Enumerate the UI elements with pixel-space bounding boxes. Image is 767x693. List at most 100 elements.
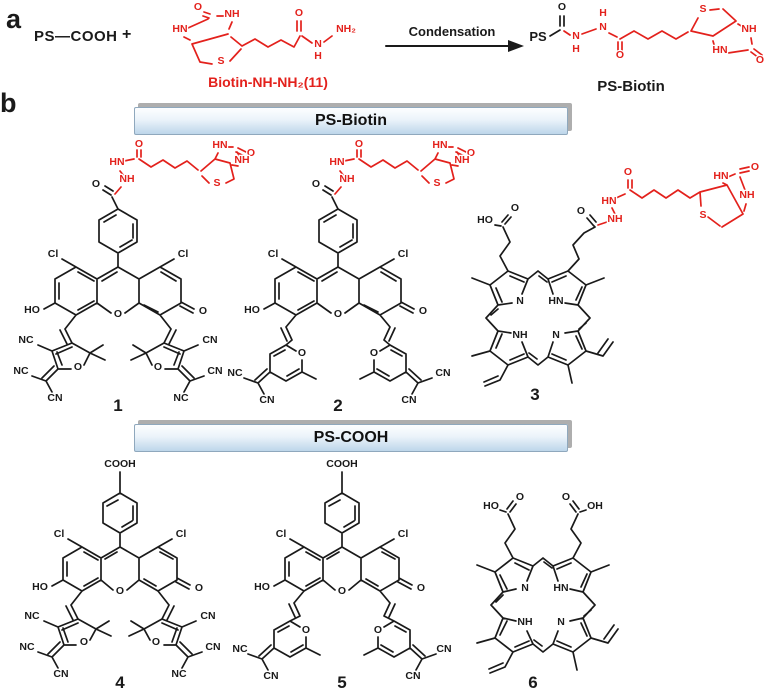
atom-cl: Cl	[54, 528, 65, 540]
atom-hn: HN	[548, 295, 563, 307]
atom-ps: PS	[529, 29, 547, 44]
atom-nh2: NH₂	[336, 23, 356, 35]
atom-nh: NH	[517, 616, 532, 628]
atom-nh: NH	[119, 173, 134, 185]
atom-nh: NH	[607, 213, 622, 225]
atom-o: O	[114, 308, 122, 320]
structure-5-drawing: COOH Cl Cl HO O O O NC CN O CN CN 5	[231, 457, 453, 692]
atom-cl: Cl	[276, 528, 287, 540]
atom-nc: NC	[13, 365, 29, 377]
atom-o: O	[334, 308, 342, 320]
atom-s: S	[433, 177, 440, 189]
atom-cn: CN	[205, 641, 220, 653]
atom-o: O	[298, 347, 306, 359]
structure-2-bonds	[243, 146, 467, 395]
atom-nh-ring: NH	[739, 189, 754, 201]
atom-cn: CN	[436, 643, 451, 655]
atom-o: O	[152, 636, 160, 648]
atom-n: N	[516, 295, 524, 307]
structure-2-drawing: Cl Cl HO O O O NC CN O CN CN O NH HN O H…	[226, 137, 476, 415]
structure-3-bonds	[471, 166, 750, 387]
atom-nh: NH	[339, 173, 354, 185]
atom-hn-ring: HN	[712, 44, 727, 56]
structure-number: 6	[528, 673, 537, 692]
atom-o: O	[516, 491, 524, 503]
atom-ho: HO	[483, 500, 499, 512]
atom-ho: HO	[254, 581, 270, 593]
banner-ps-cooh-text: PS-COOH	[313, 429, 389, 446]
banner-ps-cooh: PS-COOH	[134, 424, 568, 452]
plus-sign: +	[122, 26, 132, 43]
banner-ps-biotin-text: PS-Biotin	[315, 112, 387, 129]
atom-cn: CN	[259, 394, 274, 406]
atom-o: O	[511, 202, 519, 214]
atom-hn: HN	[553, 582, 568, 594]
atom-n: N	[552, 329, 560, 341]
atom-cn: CN	[53, 668, 68, 680]
atom-o-acyl: O	[295, 7, 303, 19]
ps-biotin-product-structure: PS O N H H N O S NH HN O	[528, 0, 765, 67]
atom-cn: CN	[401, 394, 416, 406]
atom-nh-ring: NH	[454, 154, 469, 166]
banner-ps-biotin: PS-Biotin	[134, 107, 568, 135]
atom-o: O	[419, 305, 427, 317]
arrow-label: Condensation	[408, 24, 496, 39]
atom-o-urea: O	[756, 54, 764, 66]
atom-oh: OH	[587, 500, 603, 512]
atom-o-acyl: O	[624, 166, 632, 178]
atom-nh-ring: NH	[234, 154, 249, 166]
structure-number: 3	[530, 385, 539, 404]
atom-nc: NC	[24, 610, 40, 622]
reaction-arrow	[385, 40, 524, 52]
structure-number: 4	[115, 673, 125, 692]
atom-cn: CN	[405, 670, 420, 682]
atom-hn-ring: HN	[432, 139, 447, 151]
reactant-formula: PS—COOH	[34, 28, 118, 45]
panel-b-label: b	[0, 88, 17, 118]
atom-cl: Cl	[398, 248, 409, 260]
atom-ho: HO	[32, 581, 48, 593]
product-name: PS-Biotin	[597, 78, 665, 95]
atom-ho: HO	[477, 214, 493, 226]
atom-cn: CN	[207, 365, 222, 377]
atom-nc: NC	[173, 392, 189, 404]
atom-s: S	[699, 3, 706, 15]
structure-number: 2	[333, 396, 342, 415]
atom-cl: Cl	[178, 248, 189, 260]
atom-s: S	[699, 209, 706, 221]
atom-cn: CN	[47, 392, 62, 404]
group-cooh: COOH	[326, 458, 358, 470]
atom-n1: N	[572, 30, 580, 42]
atom-n: N	[314, 38, 322, 50]
atom-cl: Cl	[398, 528, 409, 540]
structure-1-bonds	[31, 146, 247, 393]
structure-number: 5	[337, 673, 346, 692]
atom-o-urea: O	[467, 147, 475, 159]
atom-hn: HN	[601, 195, 616, 207]
atom-o: O	[374, 624, 382, 636]
atom-h1: H	[572, 43, 580, 55]
atom-o-acyl: O	[558, 1, 566, 13]
atom-hn: HN	[109, 156, 124, 168]
atom-h: H	[314, 50, 322, 62]
atom-o: O	[338, 585, 346, 597]
atom-o: O	[154, 361, 162, 373]
structure-3-drawing: N HN NH N HO O O NH HN O HN O NH S 3	[471, 160, 760, 404]
structure-6-bonds	[476, 500, 619, 674]
atom-cl: Cl	[48, 248, 59, 260]
atom-o: O	[417, 582, 425, 594]
atom-n: N	[521, 582, 529, 594]
biotin-hydrazide-structure: O NH HN S O N H NH₂	[171, 0, 357, 68]
structure-4-drawing: COOH Cl Cl HO O O NC O NC CN CN O CN NC …	[18, 457, 222, 692]
arrowhead-icon	[508, 40, 524, 52]
atom-s: S	[213, 177, 220, 189]
atom-o: O	[562, 491, 570, 503]
atom-nh: NH	[224, 8, 239, 20]
atom-o: O	[370, 347, 378, 359]
atom-ho: HO	[244, 304, 260, 316]
atom-hn-ring: HN	[212, 139, 227, 151]
atom-o: O	[302, 624, 310, 636]
atom-cn: CN	[263, 670, 278, 682]
atom-hn: HN	[172, 23, 187, 35]
